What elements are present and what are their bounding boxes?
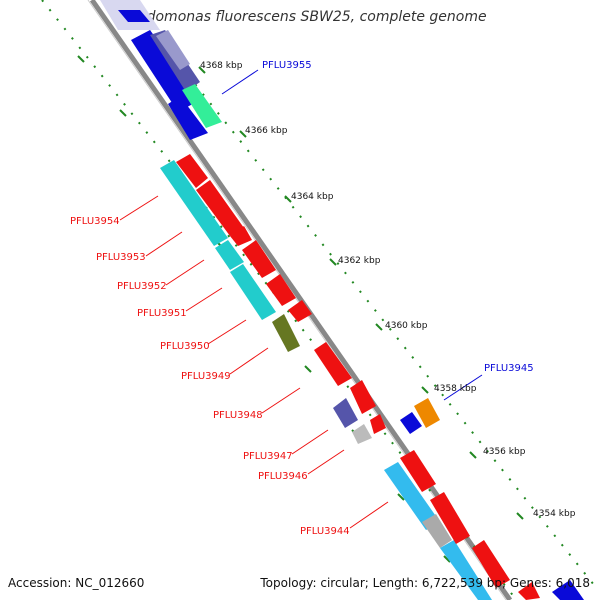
gene-arrow-top-7[interactable] <box>156 30 190 70</box>
gene-arrow-top-6[interactable] <box>182 84 222 128</box>
kbp-label: 4356 kbp <box>483 447 526 457</box>
gene-red-8[interactable] <box>350 380 376 414</box>
topology-text: Topology: circular; Length: 6,722,539 bp… <box>260 576 590 590</box>
gene-label-red[interactable]: PFLU3944 <box>300 526 350 537</box>
gene-label-red[interactable]: PFLU3952 <box>117 281 167 292</box>
gene-red-1[interactable] <box>176 154 208 188</box>
gene-label-red[interactable]: PFLU3949 <box>181 371 231 382</box>
gene-cyan-1[interactable] <box>160 160 228 246</box>
gene-cyan-3[interactable] <box>230 264 276 320</box>
gene-arrow-top-5[interactable] <box>168 96 208 140</box>
gene-red-9[interactable] <box>370 414 386 434</box>
pflu3945-cluster <box>400 398 440 434</box>
red-gene-track <box>176 154 510 588</box>
gene-label-red[interactable]: PFLU3948 <box>213 410 263 421</box>
kbp-label: 4362 kbp <box>338 256 381 266</box>
gene-labels: PFLU3955 PFLU3945 PFLU3954 PFLU3953 PFLU… <box>70 60 534 537</box>
kbp-label: 4366 kbp <box>245 126 288 136</box>
gene-red-bottom[interactable] <box>518 582 540 600</box>
label-leaders <box>119 69 483 529</box>
gene-light-blue-2[interactable] <box>440 540 492 600</box>
gene-olive[interactable] <box>272 314 300 352</box>
kbp-label: 4360 kbp <box>385 321 428 331</box>
gene-grey-2[interactable] <box>422 514 452 548</box>
gene-grey[interactable] <box>352 424 372 444</box>
gene-purple-1[interactable] <box>333 398 358 428</box>
top-gene-cluster <box>100 0 222 140</box>
gene-orange-3945[interactable] <box>414 398 440 428</box>
gene-blue-bottom-1[interactable] <box>552 580 584 600</box>
gene-cyan-2[interactable] <box>215 240 244 270</box>
outer-tick-track <box>127 0 599 591</box>
kbp-labels: 4368 kbp 4366 kbp 4364 kbp 4362 kbp 4360… <box>200 61 576 519</box>
gene-label-red[interactable]: PFLU3951 <box>137 308 187 319</box>
gene-label-red[interactable]: PFLU3953 <box>96 252 146 263</box>
gene-arrow-top-3[interactable] <box>131 30 200 112</box>
gene-label-red[interactable]: PFLU3947 <box>243 451 293 462</box>
gene-red-2[interactable] <box>196 180 244 236</box>
kbp-label: 4358 kbp <box>434 384 477 394</box>
gene-label-blue[interactable]: PFLU3955 <box>262 60 312 71</box>
gene-red-3[interactable] <box>230 226 252 246</box>
kbp-label: 4354 kbp <box>533 509 576 519</box>
accession-text: Accession: NC_012660 <box>8 576 145 590</box>
cyan-gene-track <box>160 160 492 600</box>
kbp-label: 4364 kbp <box>291 192 334 202</box>
gene-red-4[interactable] <box>242 240 276 278</box>
gene-red-6[interactable] <box>288 300 312 322</box>
gene-blue-3945a[interactable] <box>400 412 422 434</box>
gene-red-10[interactable] <box>400 450 436 492</box>
kbp-label: 4368 kbp <box>200 61 243 71</box>
map-title: Pseudomonas fluorescens SBW25, complete … <box>113 9 487 25</box>
gene-label-red[interactable]: PFLU3950 <box>160 341 210 352</box>
gene-red-11[interactable] <box>430 492 470 544</box>
gene-red-7[interactable] <box>314 342 352 386</box>
gene-light-blue-1[interactable] <box>384 462 440 530</box>
gene-red-12[interactable] <box>472 540 510 588</box>
gene-label-red[interactable]: PFLU3946 <box>258 471 308 482</box>
gene-arrow-top-2[interactable] <box>118 10 150 22</box>
gene-label-red[interactable]: PFLU3954 <box>70 216 120 227</box>
gene-red-5[interactable] <box>266 274 296 306</box>
bottom-gene-cluster <box>518 580 584 600</box>
gene-label-blue[interactable]: PFLU3945 <box>484 363 534 374</box>
